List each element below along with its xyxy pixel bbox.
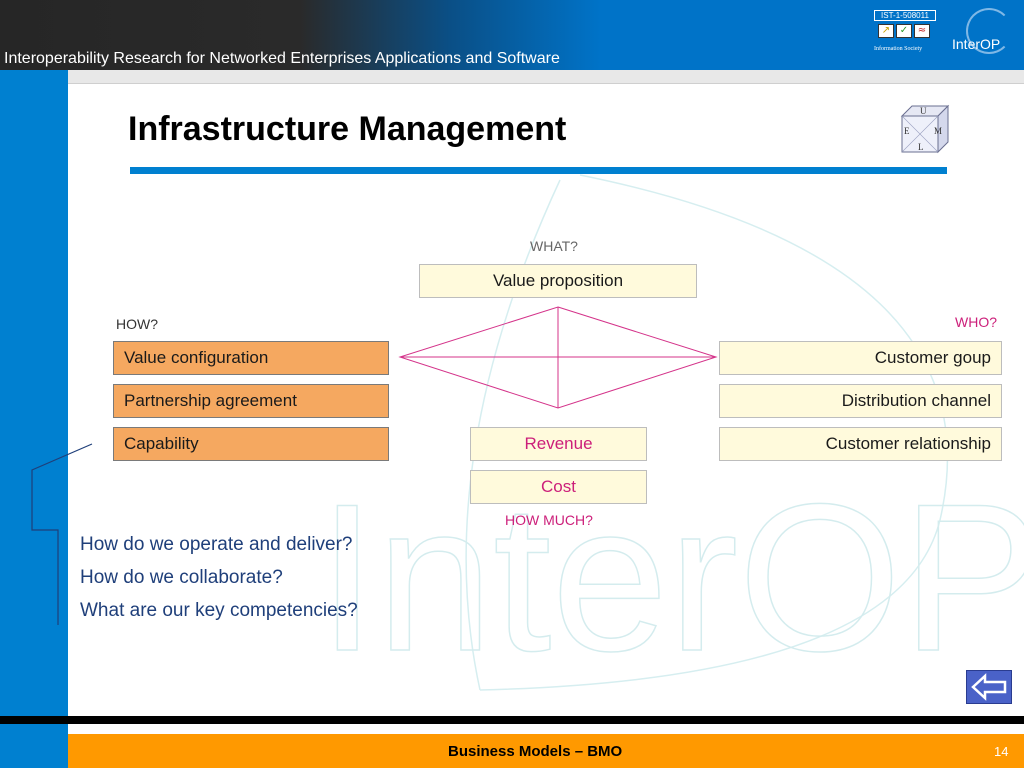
header-bar: Interoperability Research for Networked …: [0, 0, 1024, 70]
title-rule: [130, 167, 947, 174]
how-much-label: HOW MUCH?: [505, 512, 593, 528]
ueml-cube-icon: U E M L: [900, 104, 950, 154]
how-label: HOW?: [116, 316, 158, 332]
questions-list: How do we operate and deliver? How do we…: [80, 528, 358, 627]
page-number: 14: [994, 744, 1009, 759]
interop-swirl-icon: [966, 8, 1012, 54]
ist-sub: Information Society: [874, 46, 923, 52]
check-icon: ✓: [896, 24, 912, 38]
capability-connector: [31, 443, 93, 625]
arrow-icon: ↗: [878, 24, 894, 38]
value-configuration-box: Value configuration: [113, 341, 389, 375]
distribution-channel-box: Distribution channel: [719, 384, 1002, 418]
question-item: How do we collaborate?: [80, 567, 283, 588]
bottom-rule: [0, 716, 1024, 724]
top-divider: [68, 70, 1024, 84]
question-item: How do we operate and deliver?: [80, 534, 353, 555]
who-label: WHO?: [955, 314, 997, 330]
watermark-text: InterOP: [318, 460, 1024, 695]
header-title: Interoperability Research for Networked …: [4, 50, 560, 67]
header-logos: IST-1-508011 ↗ ✓ ≈ Information Society I…: [866, 8, 1016, 62]
cube-left-letter: E: [904, 126, 910, 136]
what-label: WHAT?: [530, 238, 578, 254]
capability-box: Capability: [113, 427, 389, 461]
back-button[interactable]: [966, 670, 1012, 704]
ist-logo: IST-1-508011 ↗ ✓ ≈ Information Society: [874, 10, 936, 54]
value-proposition-box: Value proposition: [419, 264, 697, 298]
back-arrow-icon: [971, 673, 1007, 701]
cube-right-letter: M: [934, 126, 942, 136]
wave-icon: ≈: [914, 24, 930, 38]
interop-logo: InterOP: [952, 36, 1001, 52]
question-item: What are our key competencies?: [80, 600, 358, 621]
customer-relationship-box: Customer relationship: [719, 427, 1002, 461]
bottom-left-bar: [0, 724, 68, 768]
revenue-box: Revenue: [470, 427, 647, 461]
cube-bottom-letter: L: [918, 142, 924, 152]
slide-title: Infrastructure Management: [128, 110, 567, 148]
left-accent-bar: [0, 70, 68, 720]
cost-box: Cost: [470, 470, 647, 504]
cube-top-letter: U: [920, 106, 927, 116]
footer-text: Business Models – BMO: [448, 743, 623, 760]
ist-icons: ↗ ✓ ≈: [878, 24, 930, 38]
customer-group-box: Customer goup: [719, 341, 1002, 375]
footer-bar: Business Models – BMO 14: [68, 734, 1024, 768]
partnership-agreement-box: Partnership agreement: [113, 384, 389, 418]
ist-label: IST-1-508011: [874, 10, 936, 21]
